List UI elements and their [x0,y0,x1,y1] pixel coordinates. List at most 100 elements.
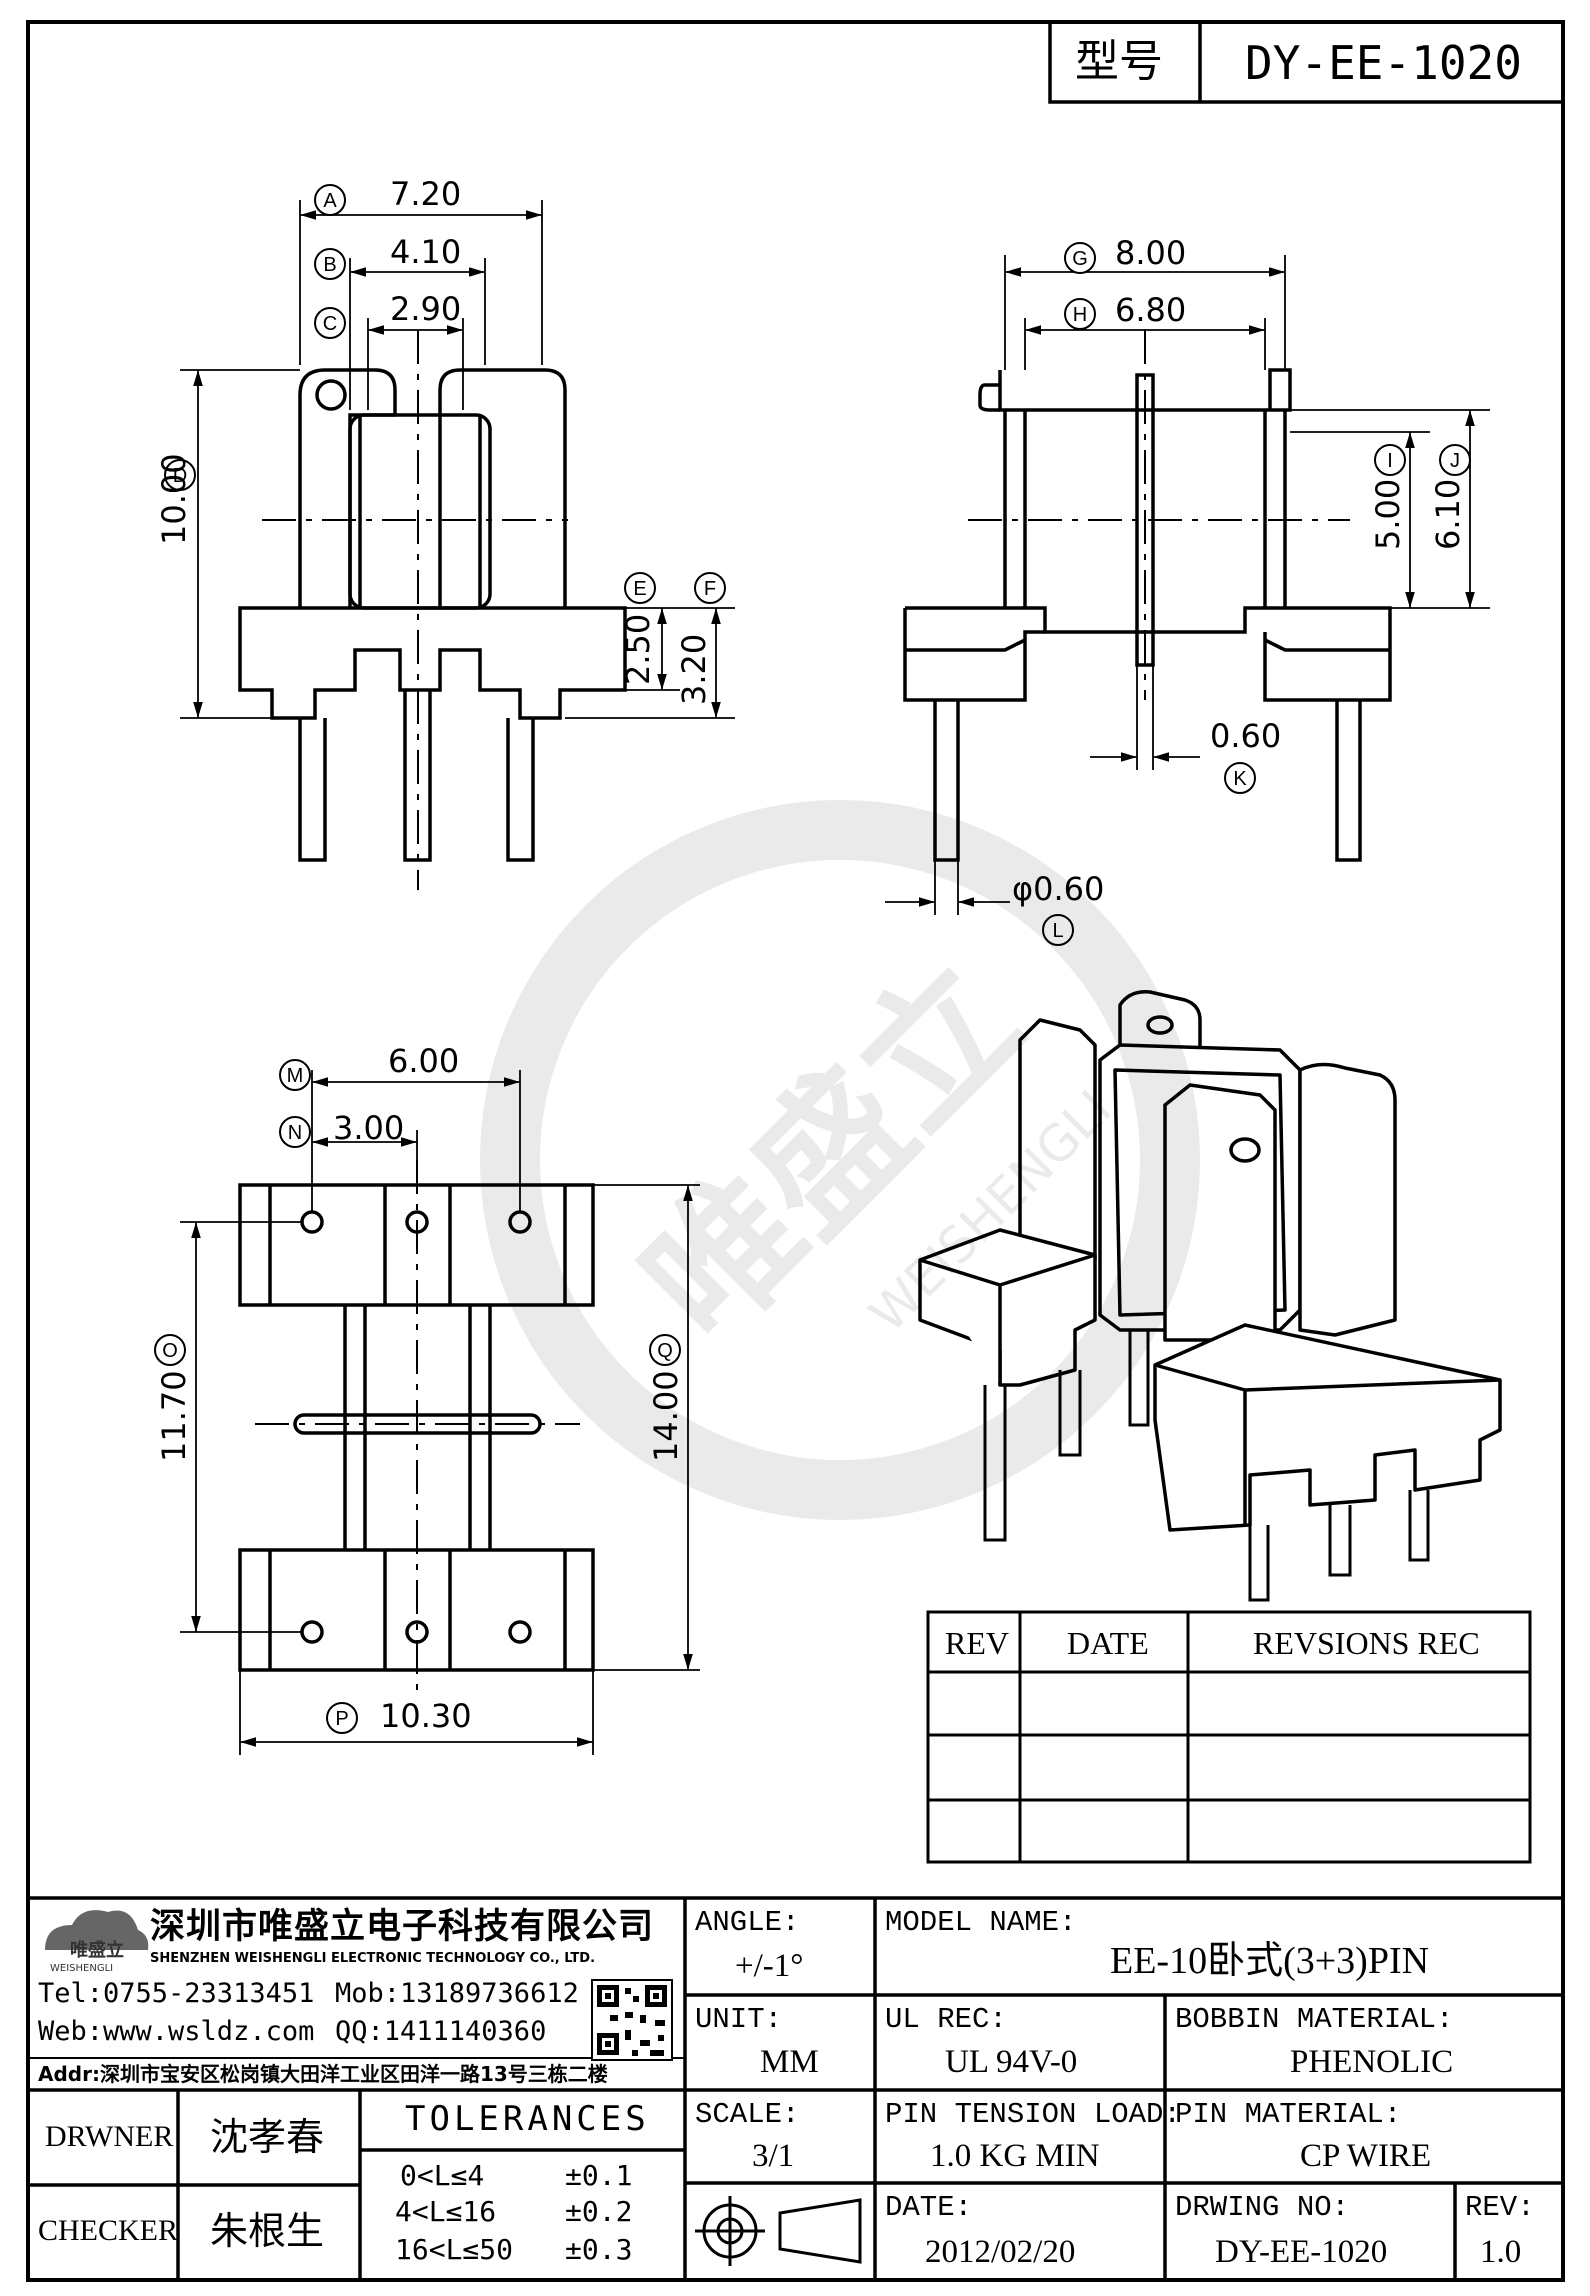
company-addr: Addr:深圳市宝安区松岗镇大田洋工业区田洋一路13号三栋二楼 [38,2062,608,2086]
dim-letter-e: E [633,578,646,600]
dim-letter-circle-g [1064,242,1096,274]
date-header: DATE [1067,1625,1149,1661]
tolerance-range-3: 16<L≤50 [395,2233,514,2266]
dim-b: 4.10 [390,233,462,271]
bottom-centerlines [255,1160,580,1690]
type-box [1048,20,1565,104]
front-dimension-lines [180,200,735,719]
dim-letter-i: I [1387,450,1393,472]
angle-value: +/-1° [735,1948,804,1984]
scale-label: SCALE: [695,2098,800,2131]
dim-m: 6.00 [388,1042,460,1080]
type-label: 型号 [1075,36,1163,87]
isometric-pins [983,1330,1430,1602]
dim-p: 10.30 [380,1697,472,1735]
dim-letter-circle-a [314,184,346,216]
company-web: Web:www.wsldz.com [38,2016,315,2047]
front-view [238,368,627,862]
rev-header: REV [945,1625,1009,1661]
dim-o: 11.70 [155,1370,193,1462]
company-name-en: SHENZHEN WEISHENGLI ELECTRONIC TECHNOLOG… [150,1951,596,1966]
dim-letter-k: K [1233,768,1247,790]
ul-label: UL REC: [885,2003,1007,2036]
pin-material-label: PIN MATERIAL: [1175,2098,1402,2131]
dim-letter-circle-k [1224,762,1256,794]
dim-letter-circle-c [314,307,346,339]
dim-letter-h: H [1073,304,1087,326]
dim-letter-b: B [323,254,336,276]
qr-code-icon [591,1979,673,2061]
angle-label: ANGLE: [695,1906,800,1939]
side-dimension-lines [885,255,1490,915]
unit-value: MM [760,2044,819,2080]
dim-i: 5.00 [1369,478,1407,550]
dim-letter-p: P [335,1708,348,1730]
dim-letter-circle-q [649,1334,681,1366]
bobbin-value: PHENOLIC [1290,2044,1454,2080]
rev-value: 1.0 [1480,2234,1522,2270]
company-tel: Tel:0755-23313451 [38,1978,315,2009]
logo-text: 唯盛立 [70,1940,124,1961]
dim-g: 8.00 [1115,234,1187,272]
dim-letter-circle-i [1374,444,1406,476]
revision-table-grid [926,1610,1532,1864]
checker-label: CHECKER [38,2214,179,2247]
revisions-rec-header: REVSIONS REC [1253,1625,1480,1661]
company-name-cn: 深圳市唯盛立电子科技有限公司 [150,1907,655,1947]
drawing-no-value: DY-EE-1020 [1215,2234,1388,2270]
dim-letter-o: O [162,1340,178,1362]
dim-e: 2.50 [619,613,657,685]
dim-letter-circle-o [154,1334,186,1366]
dim-letter-circle-j [1439,444,1471,476]
dim-d: 10.00 [155,453,193,545]
logo-sub: WEISHENGLI [50,1963,114,1974]
tolerance-range-2: 4<L≤16 [395,2195,497,2228]
unit-label: UNIT: [695,2003,783,2036]
tolerance-value-3: ±0.3 [565,2233,633,2266]
drawer-name: 沈孝春 [210,2115,325,2159]
tolerance-range-1: 0<L≤4 [400,2159,485,2192]
drawer-label: DRWNER [45,2120,174,2153]
rev-label: REV: [1465,2191,1535,2224]
dim-letter-circle-e [624,572,656,604]
title-block-grid [28,1896,1563,2280]
dim-j: 6.10 [1429,478,1467,550]
side-view [903,368,1392,862]
tolerance-value-2: ±0.2 [565,2195,633,2228]
dim-letter-d: D [173,465,187,487]
dim-letter-a: A [323,190,337,212]
dim-letter-circle-l [1042,914,1074,946]
ul-value: UL 94V-0 [945,2044,1078,2080]
dim-letter-c: C [323,313,337,335]
isometric-view [918,990,1502,1532]
dim-letter-circle-b [314,248,346,280]
dim-k: 0.60 [1210,717,1282,755]
dim-letter-n: N [288,1122,302,1144]
tolerances-title: TOLERANCES [405,2099,650,2139]
company-qq: QQ:1411140360 [335,2016,547,2047]
side-centerlines [968,330,1350,700]
logo-icon [45,1910,149,1950]
date-label: DATE: [885,2191,973,2224]
dim-a: 7.20 [390,175,462,213]
dim-n: 3.00 [333,1109,405,1147]
dim-c: 2.90 [390,290,462,328]
scale-value: 3/1 [752,2138,795,2174]
dim-letter-q: Q [657,1340,673,1362]
dim-letter-circle-m [279,1059,311,1091]
tension-label: PIN TENSION LOAD: [885,2098,1181,2131]
tension-value: 1.0 KG MIN [930,2138,1100,2174]
checker-name: 朱根生 [210,2209,325,2253]
dim-letter-circle-n [279,1116,311,1148]
model-label: MODEL NAME: [885,1906,1077,1939]
dim-letter-circle-h [1064,298,1096,330]
front-centerlines [262,330,568,890]
dim-letter-j: J [1450,450,1460,472]
company-mob: Mob:13189736612 [335,1978,579,2009]
type-value: DY-EE-1020 [1245,36,1522,90]
drawing-no-label: DRWING NO: [1175,2191,1350,2224]
dim-q: 14.00 [647,1370,685,1462]
bobbin-label: BOBBIN MATERIAL: [1175,2003,1454,2036]
